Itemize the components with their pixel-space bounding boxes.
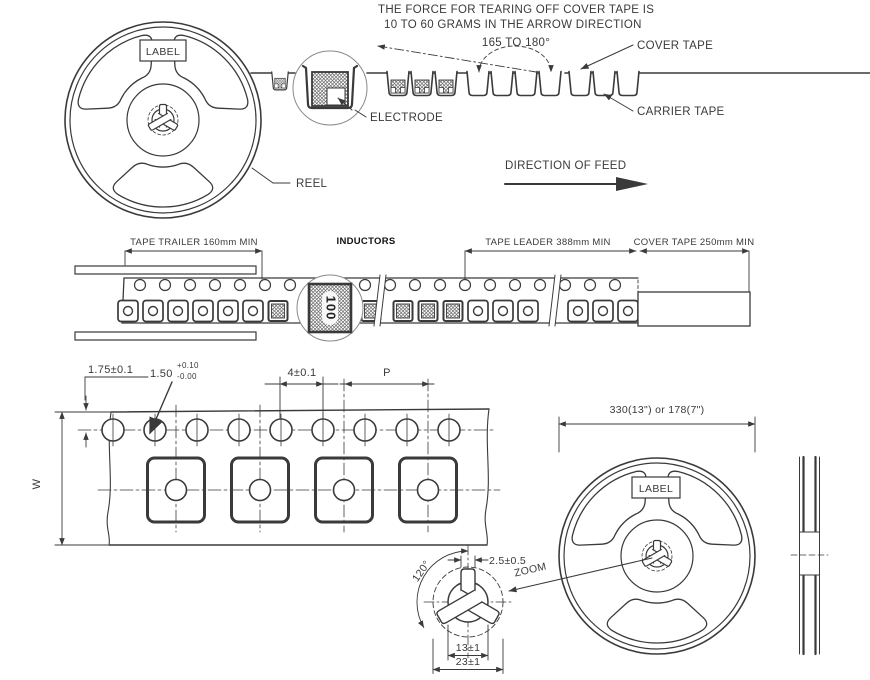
reel-hub-keyhole	[147, 103, 179, 136]
reel-hub-keyhole-bottom	[641, 539, 673, 572]
hub-outer-dim	[432, 638, 504, 674]
edge-to-hole-label: 1.75±0.1	[88, 364, 133, 376]
sprocket-holes-plan	[133, 278, 622, 292]
reel-front-view-bottom: LABEL	[558, 457, 756, 655]
hole-dia-label: 1.50	[150, 368, 173, 380]
hub-keyhole-detail	[416, 544, 513, 674]
tape-width-label: W	[31, 478, 43, 489]
pocket-pitch-label: P	[383, 367, 391, 379]
cover-tape-callout	[580, 44, 634, 70]
electrode-magnifier	[292, 50, 368, 126]
peel-angle-label: 165 TO 180°	[482, 37, 550, 49]
cover-tape-section	[637, 291, 751, 327]
force-note-line2: 10 TO 60 GRAMS IN THE ARROW DIRECTION	[384, 19, 642, 31]
tape-trailer-dim-label: TAPE TRAILER 160mm MIN	[130, 237, 258, 248]
force-note-line1: THE FORCE FOR TEARING OFF COVER TAPE IS	[378, 4, 654, 16]
reel-side-view	[790, 455, 829, 656]
hub-outer-label: 23±1	[456, 656, 480, 668]
inductors-label: INDUCTORS	[337, 236, 396, 247]
hole-dia-leader	[149, 381, 173, 435]
tape-cross-section	[250, 70, 870, 97]
zoom-leader	[508, 557, 653, 593]
carrier-tape-callout	[603, 93, 634, 112]
reel-front-view-top: LABEL	[64, 21, 262, 219]
reel-label-box	[139, 39, 187, 62]
tape-width-dim	[54, 411, 111, 546]
key-width-label: 2.5±0.5	[489, 555, 526, 567]
hole-dia-plus: +0.10	[177, 361, 199, 370]
reel-label-text-bottom: LABEL	[639, 483, 673, 495]
feed-arrow	[504, 177, 648, 191]
carrier-tape-detail	[54, 376, 501, 546]
reel-diameter-dim	[558, 416, 756, 453]
hub-inner-label: 13±1	[456, 642, 480, 654]
key-width-dim	[447, 555, 489, 568]
cover-tape-dim-label: COVER TAPE 250mm MIN	[634, 237, 755, 248]
hole-dia-minus: -0.00	[177, 372, 197, 381]
reel-callout	[251, 167, 291, 184]
tape-layout-dimensions	[124, 248, 750, 293]
reel-label-text: LABEL	[146, 46, 180, 58]
electrode-label: ELECTRODE	[370, 112, 443, 124]
cover-tape-label: COVER TAPE	[637, 40, 713, 52]
hole-pitch-dim	[264, 376, 339, 419]
component-marking: 100	[324, 296, 339, 321]
hub-inner-dim	[447, 624, 489, 661]
reel-label-box-bottom	[631, 476, 681, 499]
pockets-detail	[146, 378, 458, 533]
hub-angle-label: 120°	[410, 558, 433, 584]
tape-break-marks	[373, 274, 562, 327]
peel-angle-indication	[377, 44, 554, 73]
reel-callout-label: REEL	[296, 178, 328, 190]
carrier-tape-label: CARRIER TAPE	[637, 106, 725, 118]
direction-of-feed-label: DIRECTION OF FEED	[505, 160, 626, 172]
hole-pitch-label: 4±0.1	[288, 367, 317, 379]
edge-to-hole-dim	[83, 376, 149, 448]
inductor-magnifier	[296, 274, 364, 342]
reel-diameter-label: 330(13") or 178(7")	[610, 404, 705, 416]
tape-plan-view	[74, 265, 751, 342]
tape-leader-dim-label: TAPE LEADER 388mm MIN	[485, 237, 610, 248]
